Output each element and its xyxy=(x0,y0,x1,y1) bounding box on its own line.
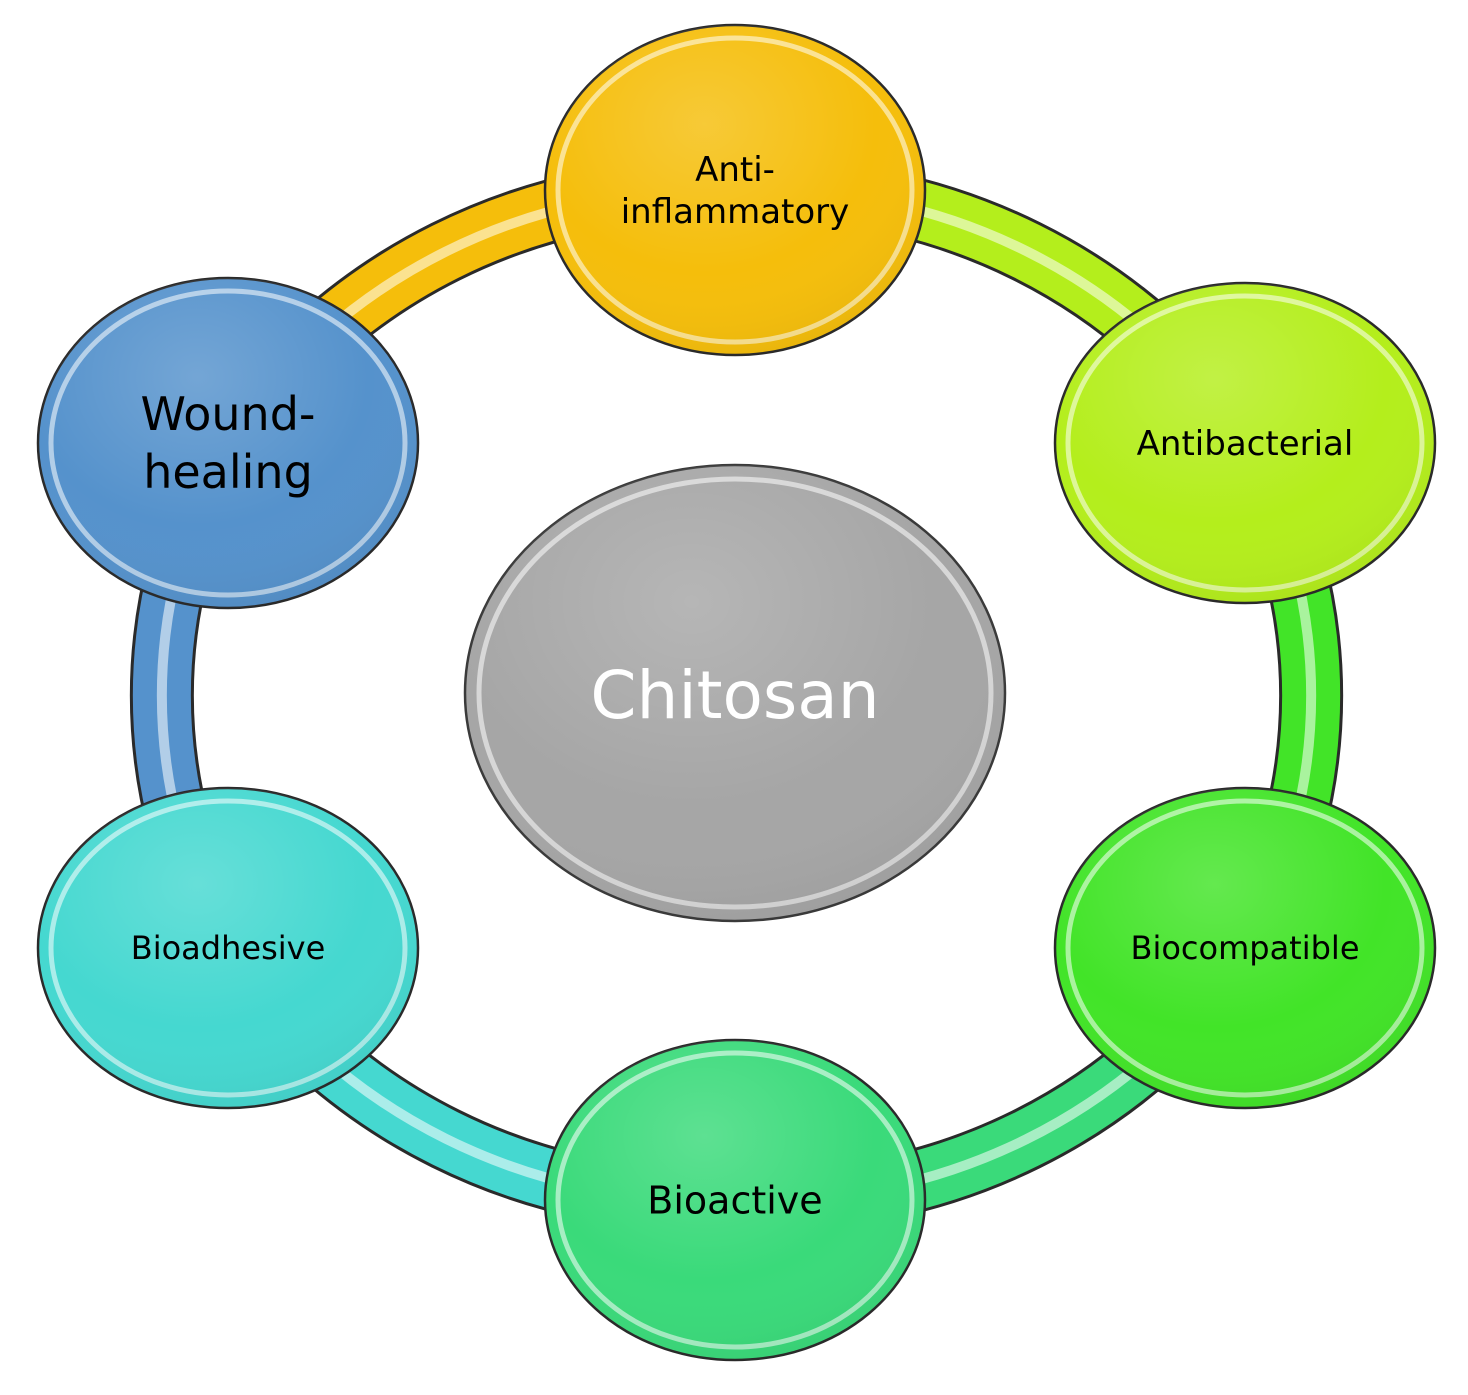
node-biocompatible: Biocompatible xyxy=(1053,786,1437,1110)
node-bioactive: Bioactive xyxy=(543,1038,927,1362)
node-label: Antibacterial xyxy=(1137,424,1354,464)
node-gloss xyxy=(38,278,418,608)
center-label: Chitosan xyxy=(590,657,879,734)
node-label: Bioactive xyxy=(647,1178,822,1222)
property-nodes: Anti-inflammatoryAntibacterialBiocompati… xyxy=(36,23,1437,1362)
node-gloss xyxy=(545,25,925,355)
node-wound-healing: Wound-healing xyxy=(36,276,420,610)
node-antibacterial: Antibacterial xyxy=(1053,281,1437,605)
node-label: inflammatory xyxy=(621,192,850,232)
node-label: Bioadhesive xyxy=(131,929,326,967)
node-gloss xyxy=(545,1040,925,1360)
node-label: Wound- xyxy=(140,387,315,441)
node-gloss xyxy=(1055,788,1435,1108)
node-bioadhesive: Bioadhesive xyxy=(36,786,420,1110)
node-gloss xyxy=(38,788,418,1108)
node-label: Anti- xyxy=(695,150,775,190)
node-label: Biocompatible xyxy=(1130,929,1359,967)
node-anti-inflammatory: Anti-inflammatory xyxy=(543,23,927,357)
center-node: Chitosan xyxy=(463,463,1007,923)
node-label: healing xyxy=(143,445,313,499)
node-gloss xyxy=(1055,283,1435,603)
